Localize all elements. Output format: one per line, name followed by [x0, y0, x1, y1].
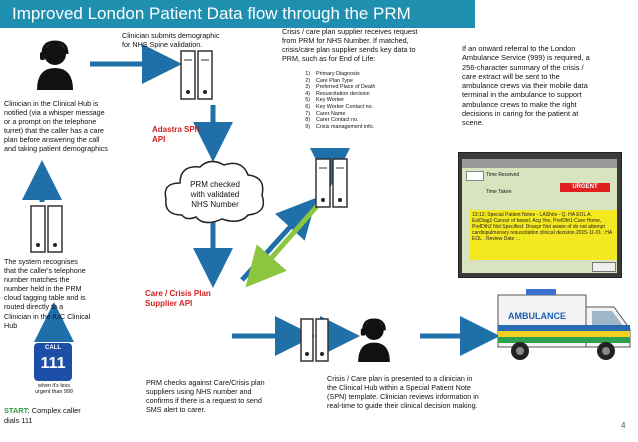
- page-number: 4: [621, 421, 626, 430]
- server-icon: [30, 205, 63, 253]
- mdt-field-label: Time Received: [486, 172, 520, 178]
- system-recognises-label: The system recognises that the caller's …: [4, 257, 91, 330]
- list-item: 9)Crisis management info.: [305, 123, 375, 130]
- call-111-badge: CALL 111: [34, 343, 72, 381]
- care-crisis-api-label: Care / Crisis Plan Supplier API: [145, 289, 211, 308]
- list-item: 4)Resuscitation decision: [305, 90, 370, 97]
- list-item: 7)Carer Name: [305, 110, 346, 117]
- ambulance-lettering: AMBULANCE: [508, 311, 566, 321]
- badge-number: 111: [40, 355, 66, 372]
- list-item: 8)Carer Contact no.: [305, 117, 359, 124]
- crisis-presented-label: Crisis / Care plan is presented to a cli…: [327, 374, 479, 410]
- mdt-screen-header: [462, 159, 617, 168]
- clinician-hub-label: Clinician in the Clinical Hub is notifie…: [4, 99, 108, 153]
- server-icon: [300, 318, 329, 362]
- spn-note-text: 13:12: Special Patient Notes - LAShris -…: [470, 210, 617, 260]
- list-item: 5)Key Worker: [305, 97, 345, 104]
- server-icon: [315, 158, 348, 208]
- prm-checks-label: PRM checks against Care/Crisis plan supp…: [146, 378, 265, 414]
- arrow-crisis-server-return: [245, 203, 320, 288]
- badge-call-label: CALL: [45, 345, 61, 351]
- clinician-headset-icon: [358, 318, 390, 362]
- onward-referral-label: If an onward referral to the London Ambu…: [462, 44, 590, 128]
- title-bar: Improved London Patient Data flow throug…: [0, 0, 475, 28]
- list-item: 1)Primary Diagnosis: [305, 71, 360, 77]
- mdt-field-label: Time Taken: [486, 189, 512, 195]
- mdt-screen-box: [466, 171, 484, 181]
- clinician-submits-label: Clinician submits demographic for NHS Sp…: [122, 31, 220, 49]
- cloud-icon: [164, 160, 265, 224]
- cloud-label: PRM checked with validated NHS Number: [190, 180, 240, 209]
- urgent-badge: URGENT: [560, 183, 610, 192]
- start-label: START: Complex caller dials 111: [4, 406, 134, 425]
- crisis-supplier-label: Crisis / care plan supplier receives req…: [282, 27, 418, 63]
- list-item: 2)Care Plan Type: [305, 77, 354, 84]
- adastra-api-label: Adastra SPN API: [152, 125, 201, 144]
- mdt-button: [592, 262, 616, 272]
- clinician-headset-icon: [37, 40, 73, 90]
- start-text: Complex caller dials 111: [4, 406, 81, 425]
- badge-caption: when it's less urgent than 999: [35, 383, 73, 396]
- page-title: Improved London Patient Data flow throug…: [12, 4, 411, 23]
- ambulance-icon: AMBULANCE: [497, 289, 631, 360]
- start-keyword: START:: [4, 406, 30, 415]
- mdt-screen-panel: Time Received Time Taken URGENT 13:12: S…: [462, 159, 617, 273]
- list-item: 3)Preferred Place of Death: [305, 84, 376, 91]
- eol-data-list: 1)Primary Diagnosis 2)Care Plan Type 3)P…: [296, 71, 416, 130]
- mdt-screen-icon: Time Received Time Taken URGENT 13:12: S…: [458, 152, 622, 278]
- server-icon: [180, 50, 213, 100]
- list-item: 6)Key Worker Contact no.: [305, 103, 374, 110]
